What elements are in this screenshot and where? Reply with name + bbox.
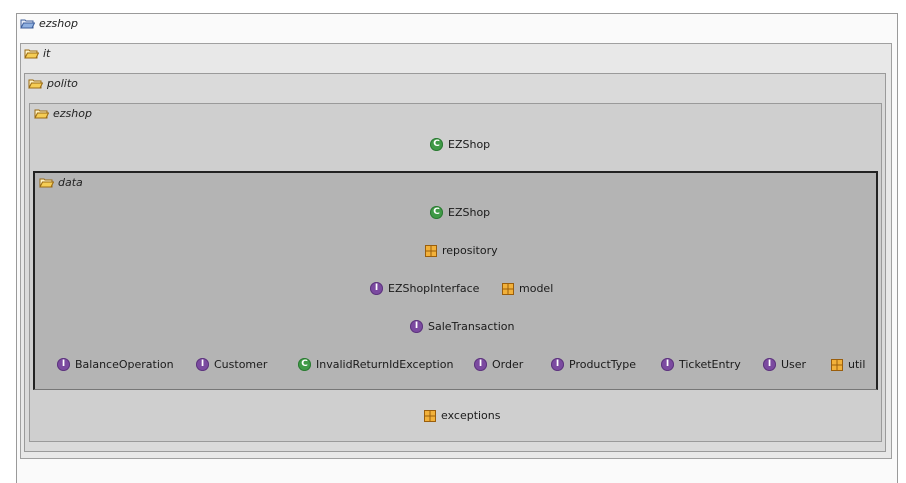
- node-label: model: [519, 282, 554, 295]
- package-icon: [425, 244, 437, 257]
- node-label: User: [781, 358, 807, 371]
- interface-badge-icon: I: [474, 358, 487, 371]
- package-header-it[interactable]: it: [24, 47, 50, 60]
- package-header-root[interactable]: ezshop: [20, 17, 78, 30]
- package-label-root: ezshop: [39, 17, 78, 30]
- class-node-ezshop[interactable]: C EZShop: [430, 138, 490, 151]
- interface-node-order[interactable]: I Order: [474, 358, 523, 371]
- node-label: exceptions: [441, 409, 501, 422]
- package-label-data: data: [58, 176, 83, 189]
- node-label: EZShop: [448, 206, 491, 219]
- interface-badge-icon: I: [370, 282, 383, 295]
- node-label: EZShopInterface: [388, 282, 480, 295]
- class-badge-icon: C: [298, 358, 311, 371]
- package-icon: [424, 409, 436, 422]
- node-label: TicketEntry: [679, 358, 741, 371]
- node-label: ProductType: [569, 358, 637, 371]
- class-node-invalidreturnidexception[interactable]: C InvalidReturnIdException: [298, 358, 453, 371]
- class-badge-icon: C: [430, 206, 443, 219]
- package-node-model[interactable]: model: [502, 282, 553, 295]
- open-folder-icon: [34, 109, 49, 119]
- package-header-data[interactable]: data: [39, 176, 83, 189]
- interface-node-balanceoperation[interactable]: I BalanceOperation: [57, 358, 174, 371]
- package-node-repository[interactable]: repository: [425, 244, 498, 257]
- interface-badge-icon: I: [763, 358, 776, 371]
- class-node-data-ezshop[interactable]: C EZShop: [430, 206, 490, 219]
- node-label: util: [848, 358, 866, 371]
- interface-node-saletransaction[interactable]: I SaleTransaction: [410, 320, 514, 333]
- package-icon: [502, 282, 514, 295]
- interface-node-user[interactable]: I User: [763, 358, 806, 371]
- package-header-ezshop[interactable]: ezshop: [34, 107, 92, 120]
- node-label: repository: [442, 244, 498, 257]
- package-node-util[interactable]: util: [831, 358, 865, 371]
- package-icon: [831, 358, 843, 371]
- package-label-it: it: [43, 47, 51, 60]
- package-label-polito: polito: [47, 77, 78, 90]
- node-label: EZShop: [448, 138, 491, 151]
- interface-node-customer[interactable]: I Customer: [196, 358, 267, 371]
- interface-node-ezshopinterface[interactable]: I EZShopInterface: [370, 282, 479, 295]
- class-badge-icon: C: [430, 138, 443, 151]
- interface-badge-icon: I: [410, 320, 423, 333]
- package-data[interactable]: data: [33, 171, 878, 390]
- interface-badge-icon: I: [196, 358, 209, 371]
- node-label: BalanceOperation: [75, 358, 174, 371]
- interface-badge-icon: I: [57, 358, 70, 371]
- node-label: SaleTransaction: [428, 320, 515, 333]
- open-folder-icon: [39, 178, 54, 188]
- interface-node-producttype[interactable]: I ProductType: [551, 358, 636, 371]
- node-label: InvalidReturnIdException: [316, 358, 454, 371]
- open-folder-icon: [28, 79, 43, 89]
- package-node-exceptions[interactable]: exceptions: [424, 409, 501, 422]
- package-label-ezshop: ezshop: [53, 107, 92, 120]
- interface-node-ticketentry[interactable]: I TicketEntry: [661, 358, 741, 371]
- node-label: Customer: [214, 358, 268, 371]
- package-header-polito[interactable]: polito: [28, 77, 78, 90]
- interface-badge-icon: I: [551, 358, 564, 371]
- node-label: Order: [492, 358, 524, 371]
- open-folder-icon: [24, 49, 39, 59]
- interface-badge-icon: I: [661, 358, 674, 371]
- open-folder-blue-icon: [20, 19, 35, 29]
